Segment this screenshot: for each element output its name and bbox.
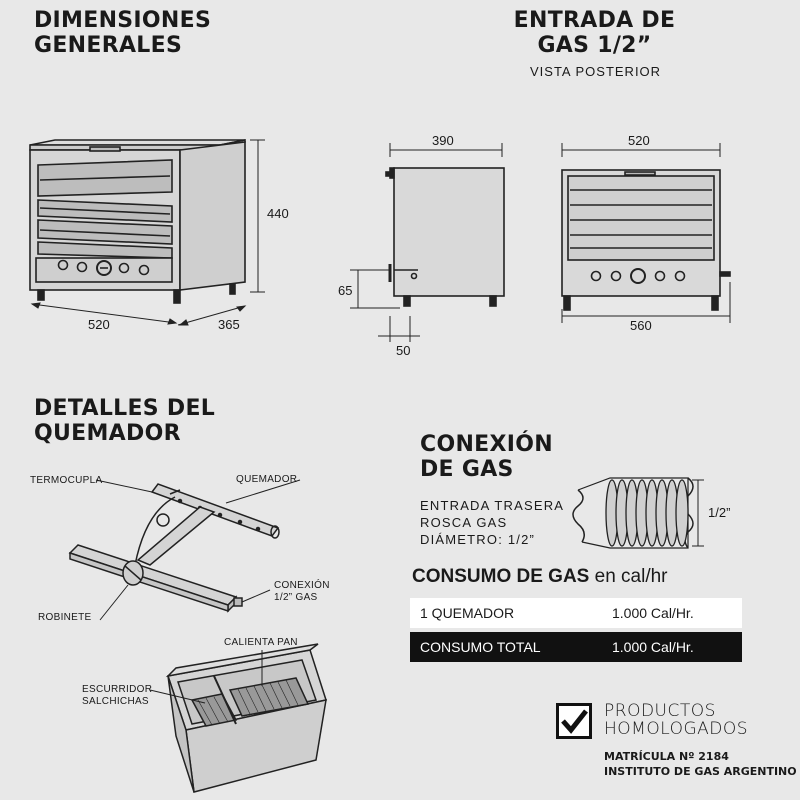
consumption-row-value: 1.000 Cal/Hr. xyxy=(612,605,694,621)
table-row: CONSUMO TOTAL 1.000 Cal/Hr. xyxy=(410,632,742,662)
gas-connection-title-line1: CONEXIÓN xyxy=(420,432,553,457)
connection-label-line1: CONEXIÓN xyxy=(274,580,330,591)
back-bottom-width-dimension: 560 xyxy=(630,318,652,333)
certification-line1: PRODUCTOS xyxy=(604,701,716,721)
gas-consumption-title: CONSUMO DE GAS en cal/hr xyxy=(412,566,668,588)
side-inlet-offset-dimension: 50 xyxy=(396,343,411,358)
gas-consumption-title-unit: en cal/hr xyxy=(589,566,668,587)
gas-consumption-table: 1 QUEMADOR 1.000 Cal/Hr. CONSUMO TOTAL 1… xyxy=(410,598,742,662)
burner-title-line1: DETALLES DEL xyxy=(34,396,216,421)
burner-details-title: DETALLES DEL QUEMADOR xyxy=(34,396,215,446)
hose-diameter-dimension: 1/2” xyxy=(708,505,731,520)
gas-connection-line3: DIÁMETRO: 1/2” xyxy=(420,532,536,547)
gas-connection-line2: ROSCA GAS xyxy=(420,515,508,530)
side-inlet-height-dimension: 65 xyxy=(338,283,353,298)
general-depth-dimension: 365 xyxy=(218,317,240,332)
valve-label: ROBINETE xyxy=(38,612,92,623)
back-top-width-dimension: 520 xyxy=(628,133,650,148)
consumption-row-label: CONSUMO TOTAL xyxy=(420,639,541,655)
checkmark-icon xyxy=(556,703,592,739)
general-title-line1: DIMENSIONES xyxy=(34,8,212,33)
gas-inlet-title-line2: GAS 1/2” xyxy=(537,33,652,58)
certification-institute: INSTITUTO DE GAS ARGENTINO xyxy=(604,765,797,778)
table-row: 1 QUEMADOR 1.000 Cal/Hr. xyxy=(410,598,742,628)
general-dimensions-title: DIMENSIONES GENERALES xyxy=(34,8,211,58)
burner-label: QUEMADOR xyxy=(236,474,298,485)
gas-connection-title-line2: DE GAS xyxy=(420,457,514,482)
side-depth-dimension: 390 xyxy=(432,133,454,148)
drainer-label-line2: SALCHICHAS xyxy=(82,696,149,707)
connection-label-line2: 1/2” GAS xyxy=(274,592,318,603)
connection-label: CONEXIÓN 1/2” GAS xyxy=(274,580,330,604)
general-height-dimension: 440 xyxy=(267,206,289,221)
consumption-row-label: 1 QUEMADOR xyxy=(420,605,515,621)
general-title-line2: GENERALES xyxy=(34,33,183,58)
certification-details: MATRÍCULA Nº 2184 INSTITUTO DE GAS ARGEN… xyxy=(604,749,797,779)
drainer-label: ESCURRIDOR SALCHICHAS xyxy=(82,684,152,708)
gas-inlet-title: ENTRADA DE GAS 1/2” xyxy=(512,8,677,58)
certification-title: PRODUCTOS HOMOLOGADOS xyxy=(604,702,748,738)
gas-connection-description: ENTRADA TRASERA ROSCA GAS DIÁMETRO: 1/2” xyxy=(420,497,564,548)
gas-inlet-subtitle: VISTA POSTERIOR xyxy=(530,64,662,79)
drainer-label-line1: ESCURRIDOR xyxy=(82,684,153,695)
consumption-row-value: 1.000 Cal/Hr. xyxy=(612,639,694,655)
gas-connection-title: CONEXIÓN DE GAS xyxy=(420,432,553,482)
general-width-dimension: 520 xyxy=(88,317,110,332)
burner-title-line2: QUEMADOR xyxy=(34,421,181,446)
thermocouple-label: TERMOCUPLA xyxy=(30,475,103,486)
gas-inlet-title-line1: ENTRADA DE xyxy=(513,8,676,33)
bun-warmer-label: CALIENTA PAN xyxy=(224,637,298,648)
certification-line2: HOMOLOGADOS xyxy=(604,719,749,739)
gas-consumption-title-bold: CONSUMO DE GAS xyxy=(412,566,590,587)
gas-connection-line1: ENTRADA TRASERA xyxy=(420,498,565,513)
certification-registration: MATRÍCULA Nº 2184 xyxy=(604,750,729,763)
